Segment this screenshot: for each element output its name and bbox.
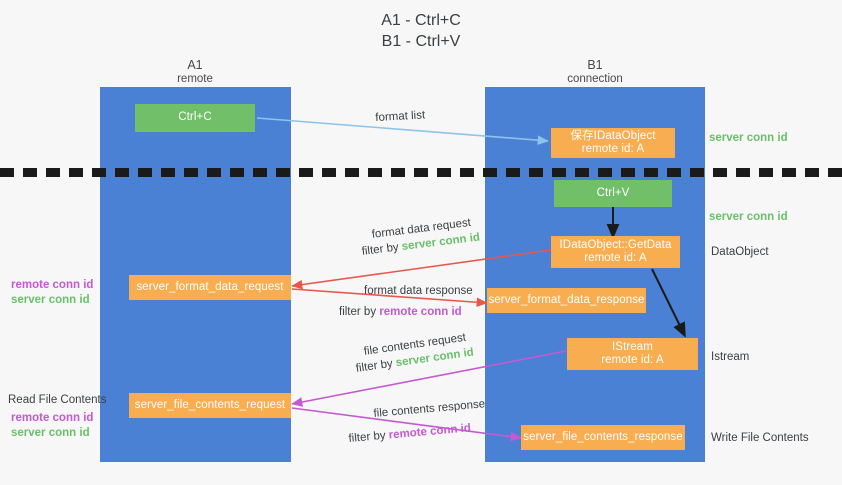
lane-header-b1: B1 connection — [485, 58, 705, 86]
left-label-remote-conn-id-2: remote conn id — [11, 412, 94, 424]
node-server-format-data-response-label: server_format_data_response — [488, 293, 645, 306]
right-label-istream: Istream — [711, 351, 750, 363]
caption-file-contents-response-filter: filter by remote conn id — [348, 421, 472, 447]
caption-format-data-response-filter-prefix: filter by — [339, 306, 380, 318]
node-ctrl-v[interactable]: Ctrl+V — [554, 180, 672, 207]
node-ctrl-c[interactable]: Ctrl+C — [135, 104, 255, 132]
node-server-format-data-response[interactable]: server_format_data_response — [487, 288, 646, 313]
left-label-group-file: remote conn id server conn id — [11, 411, 93, 440]
node-idataobject-getdata[interactable]: IDataObject::GetData remote id: A — [551, 236, 680, 268]
node-server-file-contents-request[interactable]: server_file_contents_request — [129, 393, 291, 418]
node-server-format-data-request-label: server_format_data_request — [136, 280, 284, 293]
node-istream[interactable]: IStream remote id: A — [567, 338, 698, 370]
node-idataobject-getdata-line2: remote id: A — [584, 252, 647, 264]
right-label-server-conn-id-2: server conn id — [709, 211, 788, 223]
caption-file-contents-request-filter-prefix: filter by — [355, 357, 397, 375]
caption-format-list: format list — [375, 109, 426, 124]
right-label-write-file-contents: Write File Contents — [711, 432, 809, 444]
node-save-idataobject-line2: remote id: A — [581, 143, 645, 155]
node-save-idataobject-line1: 保存IDataObject — [570, 129, 656, 142]
node-ctrl-v-label: Ctrl+V — [596, 186, 630, 199]
node-istream-line2: remote id: A — [601, 354, 664, 366]
right-label-server-conn-id-1: server conn id — [709, 132, 788, 144]
left-label-group-format: remote conn id server conn id — [11, 278, 93, 307]
lane-header-a1-name: A1 — [187, 58, 203, 72]
lane-header-a1: A1 remote — [100, 58, 290, 86]
caption-file-contents-response-filter-value: remote conn id — [388, 422, 472, 442]
left-label-remote-conn-id-1: remote conn id — [11, 279, 94, 291]
node-server-format-data-request[interactable]: server_format_data_request — [129, 275, 291, 300]
left-label-server-conn-id-2: server conn id — [11, 426, 90, 439]
left-label-server-conn-id-1: server conn id — [11, 293, 90, 306]
right-label-dataobject: DataObject — [711, 246, 769, 258]
caption-format-data-response-filter-value: remote conn id — [379, 306, 462, 318]
node-ctrl-c-label: Ctrl+C — [178, 111, 212, 124]
caption-format-data-response-filter: filter by remote conn id — [339, 305, 462, 320]
lane-header-b1-name: B1 — [587, 58, 603, 72]
page-title: A1 - Ctrl+C B1 - Ctrl+V — [381, 12, 461, 50]
node-server-file-contents-response[interactable]: server_file_contents_response — [521, 425, 685, 450]
node-server-file-contents-request-label: server_file_contents_request — [134, 398, 286, 411]
lane-header-b1-sub: connection — [567, 73, 623, 85]
node-istream-line1: IStream — [612, 340, 653, 353]
node-server-file-contents-response-label: server_file_contents_response — [523, 430, 683, 443]
lane-header-a1-sub: remote — [177, 73, 213, 85]
caption-file-contents-response: file contents response — [373, 398, 486, 420]
left-label-read-file-contents: Read File Contents — [8, 394, 107, 406]
caption-format-data-response: format data response — [364, 285, 473, 297]
caption-file-contents-response-filter-prefix: filter by — [348, 429, 390, 445]
caption-format-data-request-filter-prefix: filter by — [361, 241, 403, 258]
node-idataobject-getdata-line1: IDataObject::GetData — [559, 238, 672, 251]
node-save-idataobject[interactable]: 保存IDataObject remote id: A — [551, 128, 675, 158]
